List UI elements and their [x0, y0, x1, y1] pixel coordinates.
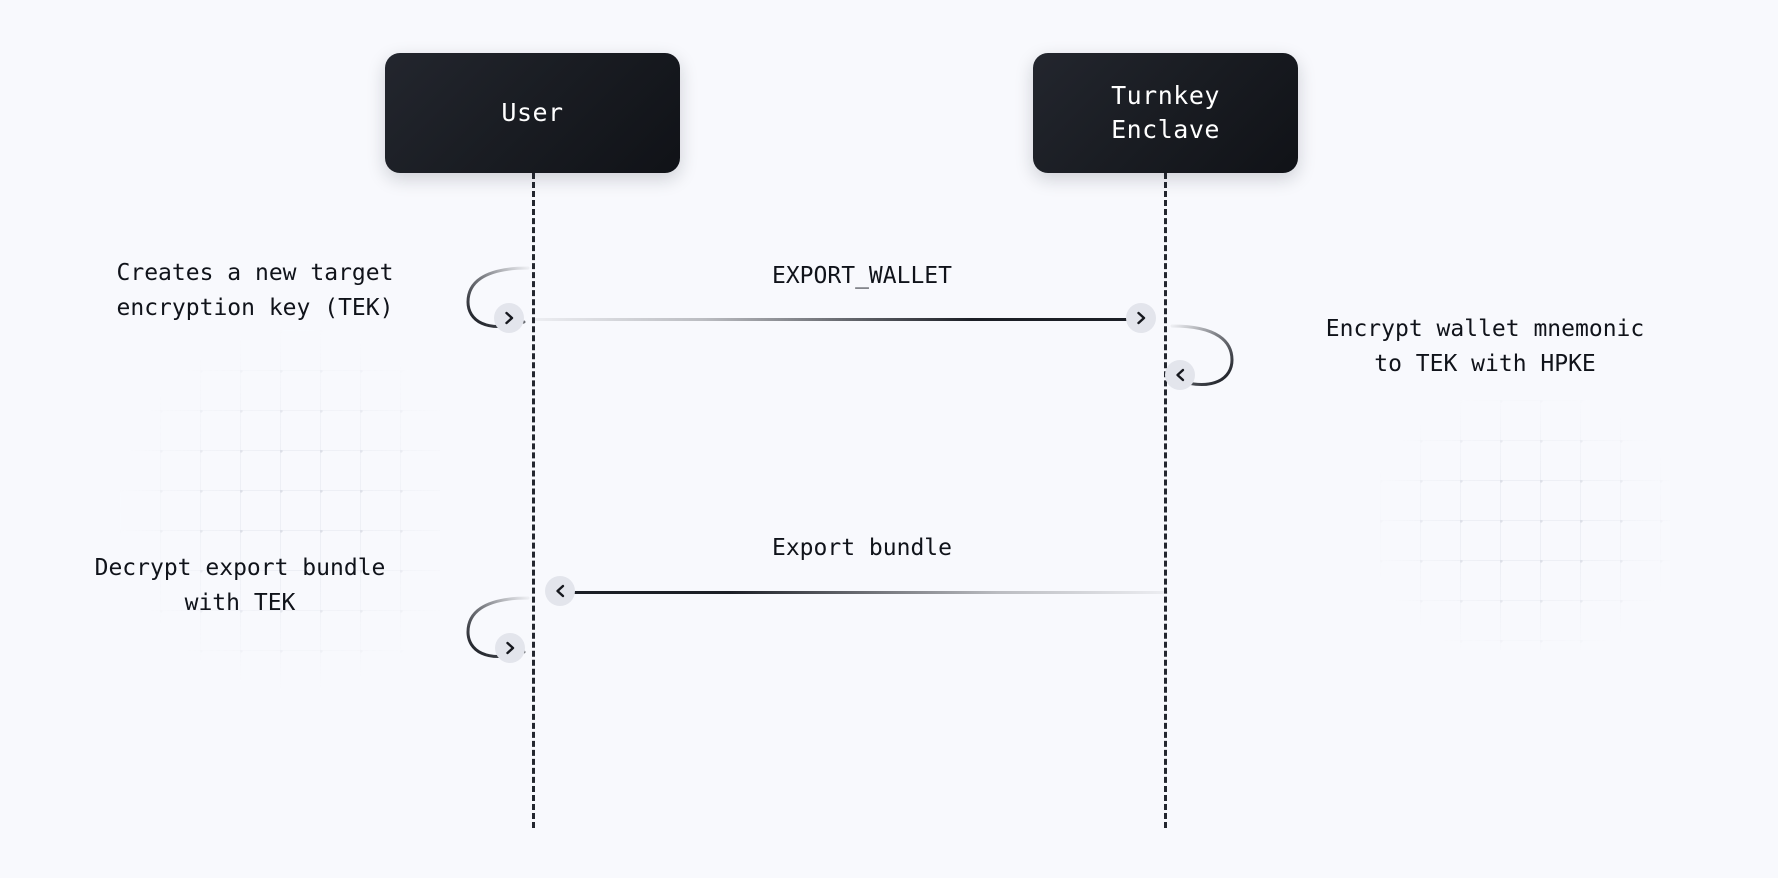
- message-line-export-bundle: [560, 591, 1168, 594]
- decorative-dot-grid-right: [1380, 400, 1670, 650]
- actor-box-user[interactable]: User: [385, 53, 680, 173]
- lifeline-user: [532, 173, 535, 828]
- decorative-dot-grid-left: [120, 330, 440, 690]
- note-create-tek: Creates a new target encryption key (TEK…: [116, 260, 394, 321]
- note-decrypt-bundle: Decrypt export bundle with TEK: [94, 555, 386, 616]
- chevron-right-icon: [494, 303, 524, 333]
- chevron-right-icon: [1126, 303, 1156, 333]
- chevron-left-icon: [1165, 360, 1195, 390]
- message-label-export-bundle: Export bundle: [771, 535, 952, 561]
- note-encrypt-mnemonic: Encrypt wallet mnemonic to TEK with HPKE: [1325, 316, 1645, 377]
- lifeline-enclave: [1164, 173, 1167, 828]
- chevron-left-icon: [545, 576, 575, 606]
- actor-box-enclave[interactable]: Turnkey Enclave: [1033, 53, 1298, 173]
- message-line-export-wallet: [534, 318, 1142, 321]
- chevron-right-icon: [495, 633, 525, 663]
- message-label-export-wallet: EXPORT_WALLET: [771, 263, 952, 289]
